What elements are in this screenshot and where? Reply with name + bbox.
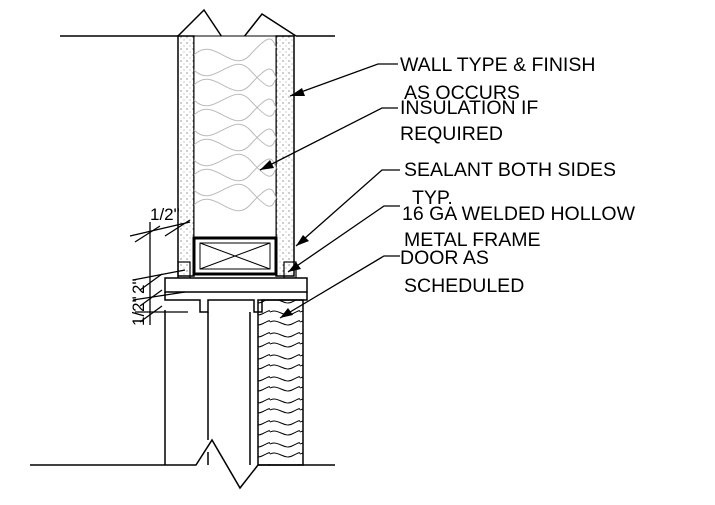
leader-arrowheads <box>260 88 309 318</box>
label-door-line1: DOOR AS <box>400 247 489 269</box>
label-wall-line2: AS OCCURS <box>404 82 520 104</box>
wood-blocking <box>192 236 278 276</box>
frame-face <box>164 277 308 293</box>
dimension-lines <box>129 219 191 325</box>
opening-lines <box>164 310 251 465</box>
dim-lower-a: 1/2" <box>129 296 148 326</box>
label-insul-line2: REQUIRED <box>400 123 503 145</box>
right-wall-finish <box>275 35 295 277</box>
label-insul-line1: INSULATION IF <box>400 97 538 119</box>
bottom-break-line <box>30 438 335 490</box>
insulation-cavity <box>193 35 277 241</box>
label-sealant-line2: TYP. <box>412 187 453 209</box>
label-sealant-line1: SEALANT BOTH SIDES <box>404 159 616 181</box>
label-door-line2: SCHEDULED <box>404 275 524 297</box>
label-frame-line1: 16 GA WELDED HOLLOW <box>402 203 636 225</box>
dim-lower-b: 2" <box>129 279 148 295</box>
label-wall-line1: WALL TYPE & FINISH <box>400 54 595 76</box>
left-wall-finish <box>177 35 195 277</box>
leader-lines <box>259 63 400 319</box>
insulation-pattern <box>193 38 277 212</box>
label-frame-line2: METAL FRAME <box>404 229 541 251</box>
dim-upper: 1/2" <box>150 205 180 224</box>
door-leaf <box>257 299 304 466</box>
